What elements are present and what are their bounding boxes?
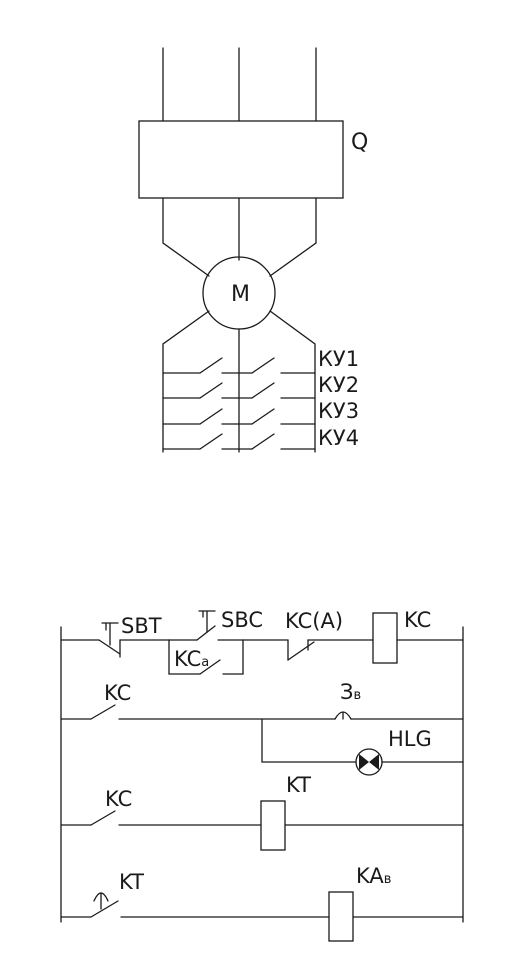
sound-signal [334, 711, 352, 720]
kt-time-contact [90, 892, 119, 918]
sbc-button [168, 610, 244, 641]
breaker-q [138, 120, 344, 199]
kc-reverse-label: KC(A) [285, 609, 343, 633]
contactor-row-1 [162, 357, 316, 374]
kc-row-3-label: KC [105, 787, 132, 811]
row-4: KT KAв [60, 864, 464, 942]
motor-out-1 [162, 310, 210, 453]
sbc-label: SBC [221, 608, 263, 632]
motor-out-3 [269, 310, 316, 453]
breaker-label: Q [351, 130, 368, 155]
power-circuit: Q M [138, 47, 368, 453]
contactor-label-2: КУ2 [318, 373, 359, 397]
kav-label: KAв [356, 864, 391, 888]
kc-coil-label: KC [404, 608, 431, 632]
contactor-label-4: КУ4 [318, 426, 359, 450]
kav-coil [328, 891, 354, 942]
contactor-label-1: КУ1 [318, 347, 359, 371]
motor-feed-1 [162, 197, 210, 277]
control-circuit: SBT SBC KCa [60, 608, 464, 942]
kt-coil [260, 800, 286, 851]
kc-coil [372, 612, 398, 664]
row-2: KC Зв HLG [60, 680, 464, 776]
motor-label: M [231, 282, 250, 307]
sbt-button [98, 622, 121, 658]
contactor-row-4 [162, 433, 316, 450]
motor-feed-3 [269, 197, 317, 277]
row-3: KC KT [60, 773, 464, 851]
sound-signal-label: Зв [340, 680, 361, 704]
lamp-branch [261, 718, 357, 763]
kc-reverse-contact [287, 639, 315, 661]
kc-a-holding-contact [168, 639, 244, 675]
kc-contact-row-2 [90, 704, 116, 720]
row-1: SBT SBC KCa [60, 608, 464, 675]
hlg-label: HLG [388, 727, 432, 751]
kt-contact-label: KT [119, 870, 144, 894]
kc-contact-row-3 [90, 810, 116, 826]
kt-coil-label: KT [286, 773, 311, 797]
sbt-label: SBT [121, 614, 162, 638]
contactor-row-2 [162, 382, 316, 399]
hlg-lamp [355, 748, 383, 776]
kc-a-label: KCa [174, 647, 209, 671]
contactor-label-3: КУ3 [318, 399, 359, 423]
contactor-row-3 [162, 408, 316, 425]
kc-row-2-label: KC [104, 681, 131, 705]
